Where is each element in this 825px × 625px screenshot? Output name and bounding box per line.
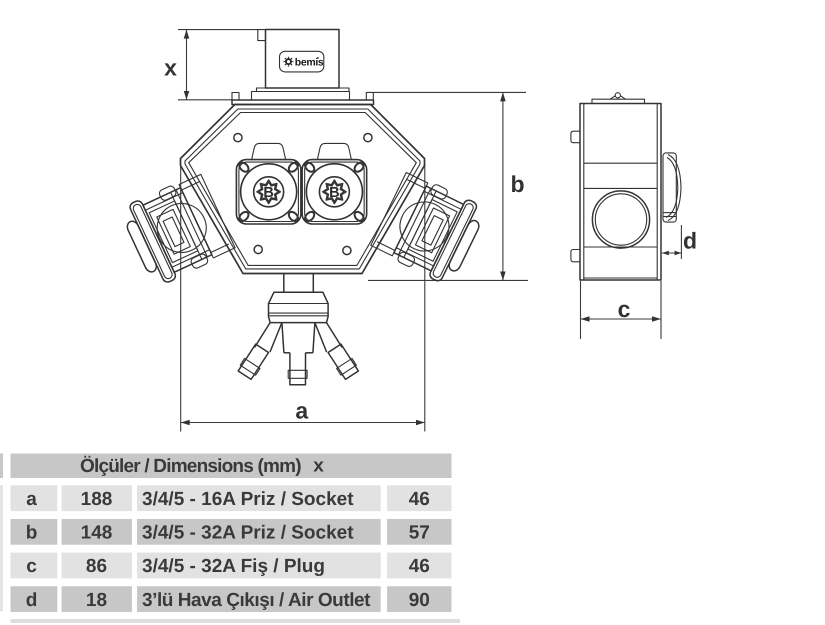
svg-text:188: 188	[81, 489, 113, 510]
svg-text:3’lü Hava Çıkışı / Air Outlet: 3’lü Hava Çıkışı / Air Outlet	[142, 590, 371, 611]
svg-text:90: 90	[409, 590, 430, 611]
svg-text:d: d	[26, 590, 38, 611]
svg-text:a: a	[295, 398, 308, 424]
svg-text:3/4/5 - 32A Priz / Socket: 3/4/5 - 32A Priz / Socket	[142, 522, 354, 543]
svg-text:b: b	[510, 171, 524, 197]
svg-text:x: x	[164, 54, 177, 80]
svg-text:B: B	[329, 185, 339, 201]
svg-text:3/4/5 - 16A Priz / Socket: 3/4/5 - 16A Priz / Socket	[142, 489, 354, 510]
svg-text:a: a	[26, 489, 37, 510]
svg-text:x: x	[313, 456, 324, 477]
svg-text:b: b	[26, 522, 38, 543]
svg-text:46: 46	[409, 489, 430, 510]
svg-text:bemis: bemis	[295, 57, 324, 69]
svg-text:d: d	[683, 227, 697, 253]
svg-text:57: 57	[409, 522, 430, 543]
svg-text:148: 148	[81, 522, 113, 543]
svg-text:c: c	[618, 296, 631, 322]
svg-text:c: c	[26, 556, 37, 577]
svg-text:46: 46	[409, 556, 430, 577]
svg-text:18: 18	[86, 590, 107, 611]
svg-text:3/4/5 - 32A Fiş / Plug: 3/4/5 - 32A Fiş / Plug	[142, 556, 325, 577]
svg-text:86: 86	[86, 556, 107, 577]
svg-text:B: B	[263, 185, 273, 201]
svg-text:Ölçüler / Dimensions (mm): Ölçüler / Dimensions (mm)	[80, 455, 301, 477]
